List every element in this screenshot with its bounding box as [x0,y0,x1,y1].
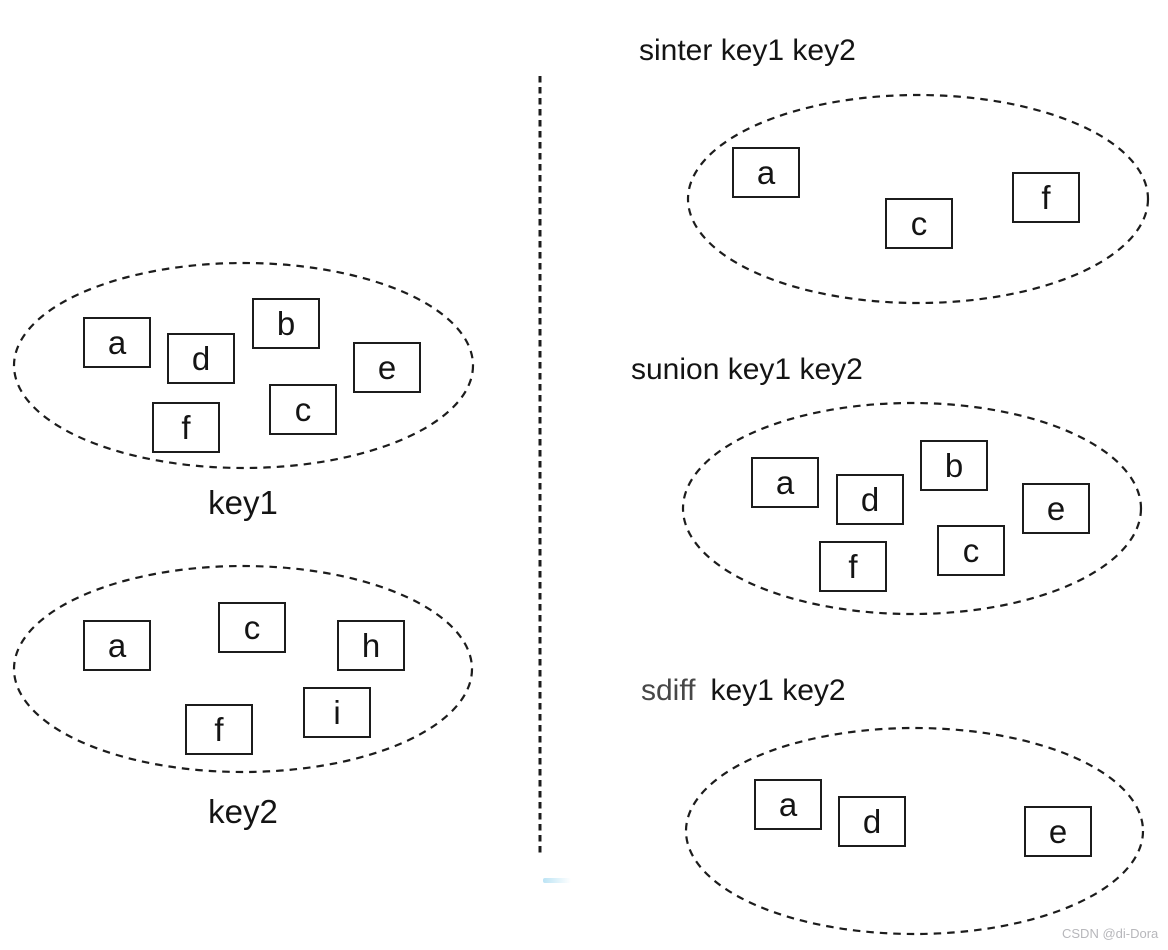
sinter-item-f: f [1012,172,1080,223]
sdiff-command-text: sdiff [641,674,696,707]
key2-item-h: h [337,620,405,671]
sunion-item-d: d [836,474,904,525]
csdn-watermark: CSDN @di-Dora [1062,926,1159,941]
sunion-item-f: f [819,541,887,592]
key2-item-f: f [185,704,253,755]
sinter-item-c: c [885,198,953,249]
key1-label: key1 [208,484,278,521]
key2-item-i: i [303,687,371,738]
sunion-title: sunion key1 key2 [631,353,863,386]
highlight-smudge [543,878,571,883]
key1-item-a: a [83,317,151,368]
sunion-item-e: e [1022,483,1090,534]
sunion-item-a: a [751,457,819,508]
sdiff-item-d: d [838,796,906,847]
key2-item-a: a [83,620,151,671]
sdiff-title: sdiff key1 key2 [641,673,846,709]
key2-item-c: c [218,602,286,653]
key1-item-e: e [353,342,421,393]
sunion-item-b: b [920,440,988,491]
sdiff-item-e: e [1024,806,1092,857]
sdiff-args-text: key1 key2 [710,674,846,707]
sunion-item-c: c [937,525,1005,576]
sinter-item-a: a [732,147,800,198]
key1-item-d: d [167,333,235,384]
key2-label: key2 [208,793,278,830]
key1-item-f: f [152,402,220,453]
key1-item-c: c [269,384,337,435]
key1-item-b: b [252,298,320,349]
sinter-title: sinter key1 key2 [639,34,856,67]
sdiff-item-a: a [754,779,822,830]
